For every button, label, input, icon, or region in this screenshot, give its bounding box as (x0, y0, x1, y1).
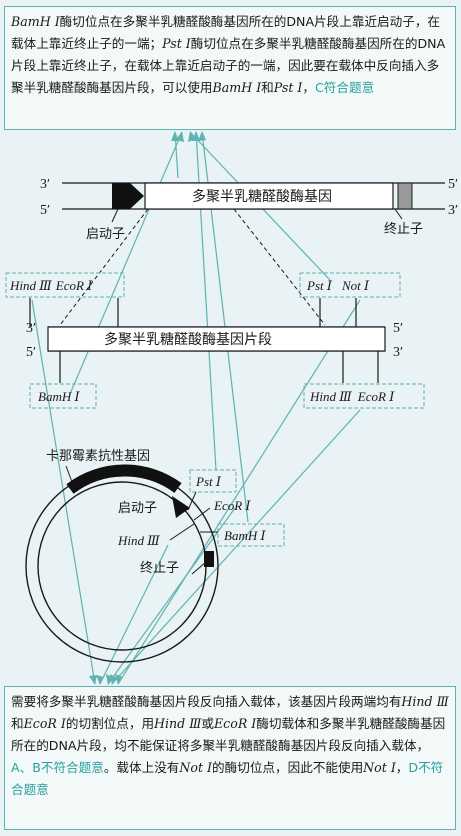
top-text-4: ， (302, 80, 315, 95)
gene-terminator-label: 终止子 (384, 221, 423, 237)
tag-bam-plasmid (217, 523, 285, 547)
enzyme-pst1: Pst Ⅰ (162, 36, 191, 51)
kan-resistance-arc (66, 464, 182, 494)
tag-pst-plasmid (189, 469, 237, 493)
top-text-2: 酶切位点在多聚半乳糖醛酸酶基因所在的DNA片段上靠近终止子，在载体上靠近启动子的… (11, 36, 446, 95)
plasmid-outer (25, 469, 219, 663)
frag-right-3: 3′ (393, 345, 403, 360)
projection-lines (59, 208, 326, 326)
arrow-line (111, 409, 361, 685)
gene-box (144, 182, 394, 210)
gene-title: 多聚半乳糖醛酸酶基因 (192, 188, 332, 205)
bottom-text-1: 需要将多聚半乳糖醛酸酶基因片段反向插入载体，该基因片段两端均有 (11, 694, 402, 709)
answer-ab: A、B不符合题意 (11, 760, 104, 775)
enzyme-bamh1-2: BamH Ⅰ (212, 80, 262, 95)
kan-label: 卡那霉素抗性基因 (46, 449, 150, 464)
plasmid-bam: BamH Ⅰ (224, 528, 266, 543)
terminator-tick (394, 208, 403, 220)
bottom-not-1: Not Ⅰ (179, 760, 213, 775)
bottom-text-5: 酶切载体和多聚半乳糖醛酸酶基因所在的DNA片段，均不能保证将多聚半乳糖醛酸酶基因… (11, 716, 446, 753)
answer-d: D不符合题意 (11, 760, 444, 797)
tag-hind-eco-left (5, 272, 125, 298)
promoter-arrow-icon (112, 183, 144, 209)
tag-hind: Hind Ⅲ (9, 278, 52, 293)
enzyme-bamh1: BamH Ⅰ (11, 14, 60, 29)
plasmid-promoter-label: 启动子 (118, 501, 157, 516)
tag-hind-eco-right (303, 383, 425, 409)
terminator-block (397, 182, 413, 210)
bottom-text-7: 的酶切位点，因此不能使用 (212, 760, 364, 775)
bottom-text-8: ， (395, 760, 409, 775)
plasmid-terminator-label: 终止子 (140, 560, 179, 576)
frag-left-5: 5′ (26, 345, 36, 360)
gene-left-3: 3′ (40, 177, 50, 192)
terminator-pointer (191, 561, 207, 575)
bottom-text-3: 的切割位点，用 (65, 716, 155, 731)
bottom-hind-1: Hind Ⅲ (401, 694, 449, 709)
tag-pst-not (299, 272, 401, 298)
top-text-3: 和 (261, 80, 274, 95)
tag-eco: EcoR Ⅰ (55, 278, 93, 293)
plasmid-terminator-block (204, 551, 214, 567)
bottom-hind-2: Hind Ⅲ (154, 716, 202, 731)
frag-right-5: 5′ (393, 321, 403, 336)
plasmid-eco: EcoR Ⅰ (213, 498, 251, 513)
kan-tick (65, 465, 73, 483)
answer-c: C符合题意 (315, 80, 375, 95)
pst-pointer (187, 491, 197, 511)
fragment-sticks (29, 298, 379, 383)
plasmid-pst: Pst Ⅰ (195, 474, 222, 489)
gene-right-5: 5′ (448, 177, 458, 192)
frag-left-3: 3′ (26, 321, 36, 336)
hind-pointer (169, 523, 195, 541)
plasmid-hind: Hind Ⅲ (117, 533, 160, 548)
plasmid-promoter-arrow-icon (172, 496, 190, 518)
arrow-line (69, 131, 183, 395)
eco-pointer (193, 507, 211, 521)
arrow-line (31, 299, 96, 685)
bottom-text-6: 。载体上没有 (103, 760, 180, 775)
gene-promoter-label: 启动子 (86, 227, 125, 242)
bottom-not-2: Not Ⅰ (363, 760, 396, 775)
tag-not: Not Ⅰ (341, 278, 370, 293)
bottom-text-2: 和 (11, 716, 24, 731)
bottom-eco-2: EcoR Ⅰ (213, 716, 257, 731)
tag-pst: Pst Ⅰ (306, 278, 333, 293)
bottom-explanation-box: 需要将多聚半乳糖醛酸酶基因片段反向插入载体，该基因片段两端均有Hind Ⅲ和Ec… (4, 686, 456, 830)
enzyme-pst1-2: Pst Ⅰ (273, 80, 303, 95)
fragment-box (47, 326, 386, 352)
top-text-1: 酶切位点在多聚半乳糖醛酸酶基因所在的DNA片段上靠近启动子，在载体上靠近终止子的… (11, 14, 441, 51)
arrow-line (117, 299, 361, 685)
fragment-title: 多聚半乳糖醛酸酶基因片段 (104, 331, 272, 348)
arrow-heads (89, 131, 206, 685)
tag-eco-r: EcoR Ⅰ (357, 389, 395, 404)
promoter-tick (111, 208, 119, 223)
gene-left-5: 5′ (40, 203, 50, 218)
gene-right-3: 3′ (448, 203, 458, 218)
top-explanation-box: BamH Ⅰ酶切位点在多聚半乳糖醛酸酶基因所在的DNA片段上靠近启动子，在载体上… (4, 6, 456, 130)
bottom-eco-1: EcoR Ⅰ (23, 716, 66, 731)
tag-bam: BamH Ⅰ (38, 389, 80, 404)
bottom-text-4: 或 (201, 716, 214, 731)
tag-bam-frag (29, 383, 97, 409)
tag-hind-r: Hind Ⅲ (309, 389, 352, 404)
